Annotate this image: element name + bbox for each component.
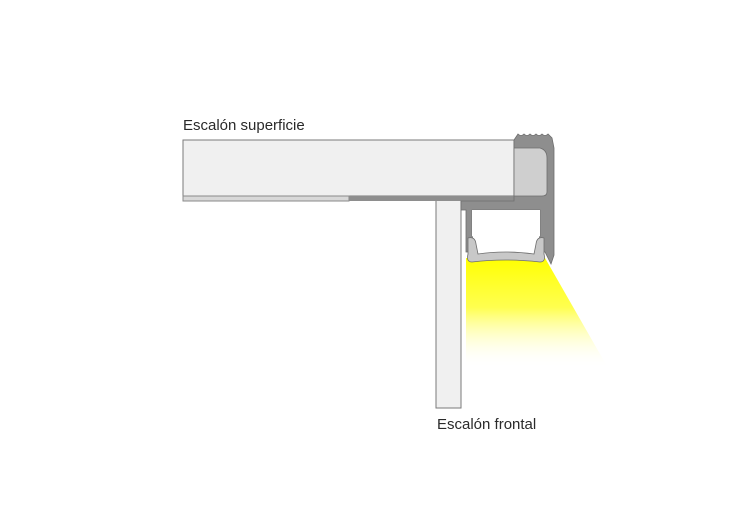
step-surface-label: Escalón superficie xyxy=(183,117,305,134)
step-front-label: Escalón frontal xyxy=(437,416,537,433)
diffuser-cover xyxy=(467,237,545,263)
step-front-board xyxy=(435,199,462,409)
aluminium-profile xyxy=(349,133,555,266)
light-beam xyxy=(466,258,608,368)
step-surface-board xyxy=(182,139,515,202)
